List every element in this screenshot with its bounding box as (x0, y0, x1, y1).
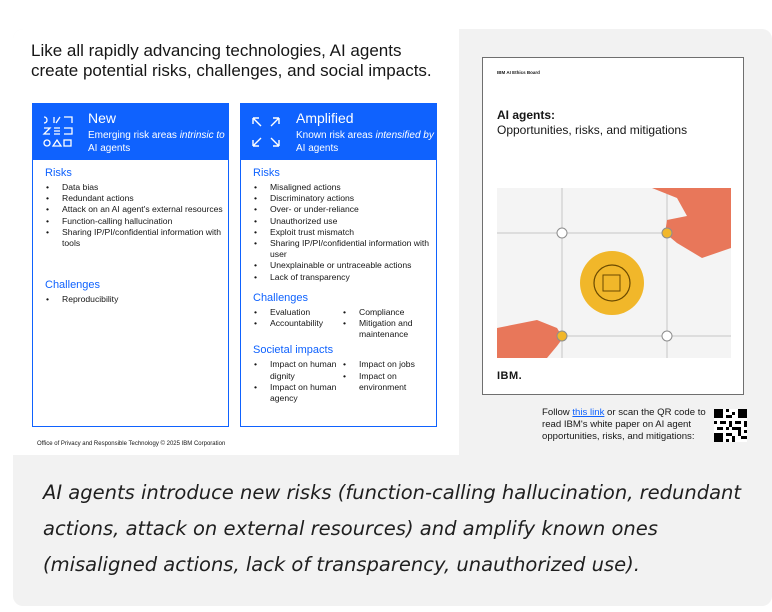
amplified-challenges-list: Evaluation Accountability Compliance Mit… (254, 307, 436, 341)
societal-impacts-title: Societal impacts (253, 344, 334, 357)
slide-footer: Office of Privacy and Responsible Techno… (37, 441, 226, 447)
list-item: Exploit trust mismatch (254, 227, 432, 238)
slide-headline: Like all rapidly advancing technologies,… (31, 41, 432, 80)
list-item: Sharing IP/PI/confidential information w… (254, 238, 432, 260)
amplified-challenges-title: Challenges (253, 291, 309, 304)
amplified-column-description: Known risk areas intensified by AI agent… (296, 130, 434, 154)
list-item: Redundant actions (46, 193, 224, 204)
new-challenges-list: Reproducibility (46, 294, 228, 305)
paper-subtitle: Opportunities, risks, and mitigations (497, 123, 688, 137)
paper-board-label: IBM AI Ethics Board (497, 70, 540, 75)
list-item: Impact on jobs (343, 359, 428, 370)
list-item: Impact on human dignity (254, 359, 343, 381)
new-risks-column: New Emerging risk areas intrinsic to AI … (32, 103, 229, 427)
new-challenges-title: Challenges (45, 279, 101, 292)
societal-impacts-list: Impact on human dignity Impact on human … (254, 359, 436, 404)
amplified-risks-column: Amplified Known risk areas intensified b… (240, 103, 437, 427)
paper-illustration (497, 188, 731, 358)
slide: Like all rapidly advancing technologies,… (13, 29, 459, 455)
content-card: Like all rapidly advancing technologies,… (13, 29, 772, 606)
amplified-arrows-icon (252, 117, 280, 147)
list-item: Lack of transparency (254, 272, 432, 283)
new-column-header: New Emerging risk areas intrinsic to AI … (33, 104, 228, 160)
list-item: Accountability (254, 318, 343, 329)
amplified-column-title: Amplified (296, 110, 354, 126)
amplified-risks-list: Misaligned actions Discriminatory action… (254, 182, 436, 283)
list-item: Sharing IP/PI/confidential information w… (46, 227, 224, 249)
new-risk-shapes-icon (42, 116, 73, 147)
list-item: Data bias (46, 182, 224, 193)
white-paper-link[interactable]: this link (572, 407, 605, 418)
list-item: Evaluation (254, 307, 343, 318)
list-item: Unauthorized use (254, 216, 432, 227)
new-risks-title: Risks (45, 167, 72, 179)
list-item: Discriminatory actions (254, 193, 432, 204)
list-item: Reproducibility (46, 294, 224, 305)
list-item: Impact on environment (343, 371, 428, 393)
ibm-logo: IBM. (497, 370, 523, 382)
amplified-risks-title: Risks (253, 167, 280, 179)
list-item: Misaligned actions (254, 182, 432, 193)
new-risks-list: Data bias Redundant actions Attack on an… (46, 182, 228, 249)
image-caption: AI agents introduce new risks (function-… (43, 481, 742, 576)
list-item: Compliance (343, 307, 428, 318)
list-item: Function-calling hallucination (46, 216, 224, 227)
qr-code-icon[interactable] (714, 409, 747, 442)
amplified-column-header: Amplified Known risk areas intensified b… (241, 104, 436, 160)
follow-link-text: Follow this link or scan the QR code to … (542, 407, 706, 443)
list-item: Impact on human agency (254, 382, 343, 404)
list-item: Unexplainable or untraceable actions (254, 260, 432, 271)
new-column-title: New (88, 110, 117, 126)
paper-title: AI agents: (497, 108, 556, 122)
list-item: Over- or under-reliance (254, 204, 432, 215)
new-column-description: Emerging risk areas intrinsic to AI agen… (88, 130, 225, 154)
list-item: Mitigation and maintenance (343, 318, 428, 340)
white-paper-cover[interactable]: IBM AI Ethics Board AI agents: Opportuni… (482, 57, 744, 395)
list-item: Attack on an AI agent's external resourc… (46, 204, 224, 215)
